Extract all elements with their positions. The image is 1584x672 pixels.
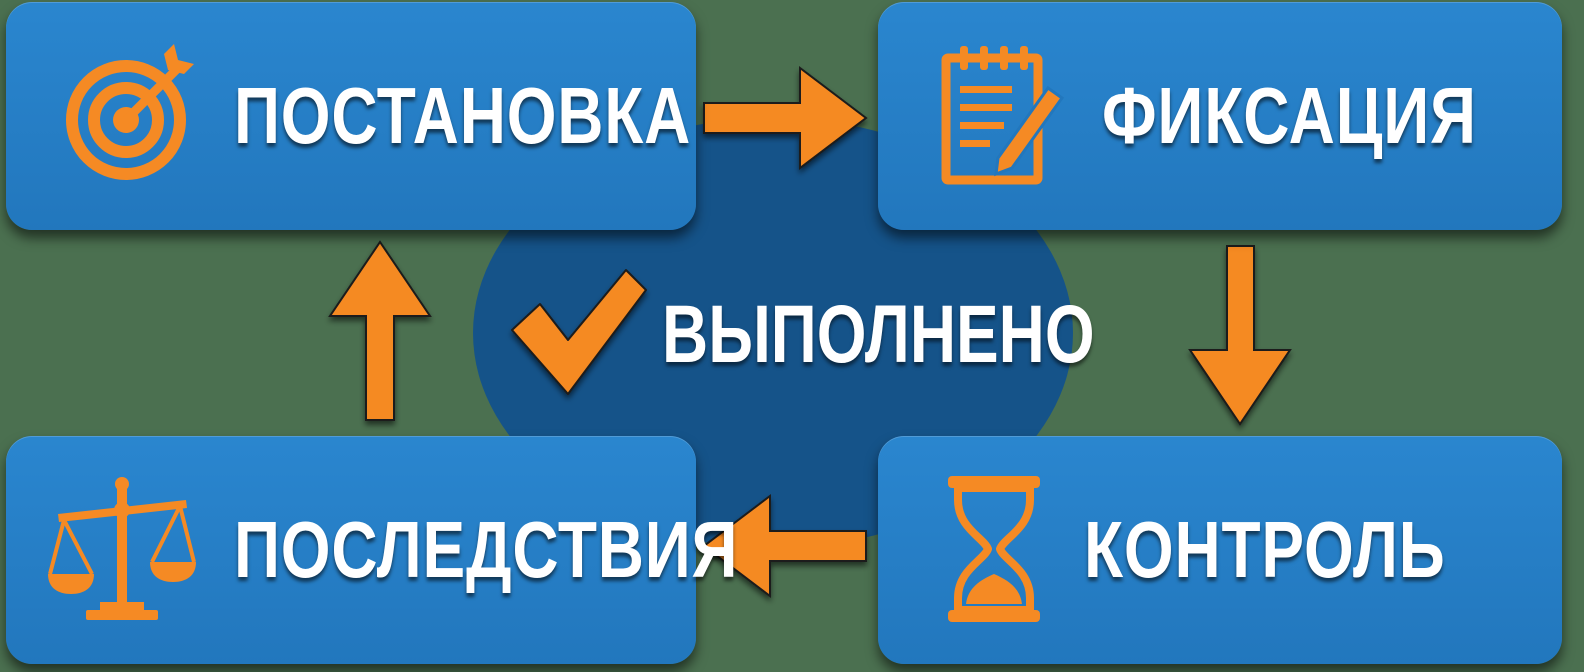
scales-icon bbox=[42, 470, 202, 630]
center-label: ВЫПОЛНЕНО bbox=[662, 289, 1095, 380]
step-label-kontrol: КОНТРОЛЬ bbox=[1084, 505, 1446, 594]
step-label-postanovka: ПОСТАНОВКА bbox=[234, 71, 692, 160]
step-kontrol: КОНТРОЛЬ bbox=[878, 436, 1562, 664]
step-label-fiksatsiya: ФИКСАЦИЯ bbox=[1102, 71, 1477, 160]
arrow-down bbox=[1188, 245, 1292, 426]
target-icon bbox=[42, 36, 202, 196]
notepad-pencil-icon bbox=[914, 36, 1074, 196]
arrow-right bbox=[703, 65, 868, 171]
step-label-posledstviya: ПОСЛЕДСТВИЯ bbox=[234, 505, 739, 594]
hourglass-icon bbox=[914, 470, 1074, 630]
step-fiksatsiya: ФИКСАЦИЯ bbox=[878, 2, 1562, 230]
checkmark-icon bbox=[511, 269, 647, 395]
arrow-up bbox=[328, 240, 432, 421]
step-postanovka: ПОСТАНОВКА bbox=[6, 2, 696, 230]
step-posledstviya: ПОСЛЕДСТВИЯ bbox=[6, 436, 738, 664]
arrow-left bbox=[702, 493, 867, 599]
